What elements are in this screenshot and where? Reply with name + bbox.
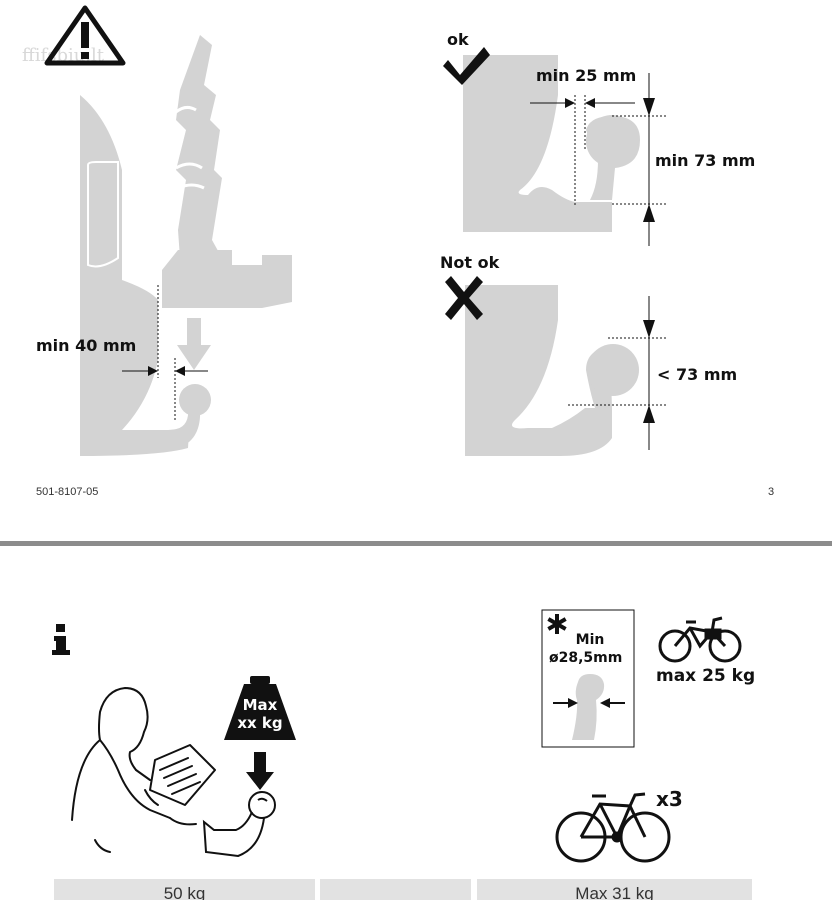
too-low-height-label: < 73 mm (657, 365, 738, 384)
warning-triangle-icon (44, 5, 126, 66)
min-gap-label: min 25 mm (536, 66, 637, 85)
ball-diameter-box (541, 609, 635, 748)
bike-icon (555, 792, 671, 863)
person-reading-drawing (71, 687, 216, 853)
not-ok-drawing (445, 276, 668, 456)
info-icon (52, 624, 70, 655)
weight-label: Max xx kg (237, 696, 283, 732)
table-cell-max: Max 31 kg (477, 879, 752, 900)
asterisk-icon (547, 614, 567, 634)
page-number: 3 (768, 486, 775, 498)
tow-ball-drawing (202, 791, 276, 858)
ebike-max-weight: max 25 kg (656, 666, 756, 686)
document-code: 501-8107-05 (36, 486, 99, 498)
bike-count: x3 (656, 787, 683, 811)
weight-icon (224, 676, 296, 790)
min-ball-title: Min (575, 632, 605, 648)
table-cell-empty (320, 879, 471, 900)
min-ball-diameter: ø28,5mm (549, 650, 623, 666)
ebike-icon (658, 616, 742, 663)
checkmark-icon (443, 47, 490, 85)
ok-drawing (443, 47, 668, 246)
car-rear-with-carrier-drawing (80, 35, 292, 456)
ok-label: ok (447, 30, 469, 49)
table-cell-load: 50 kg (54, 879, 315, 900)
min-height-label: min 73 mm (655, 151, 756, 170)
min-clearance-label: min 40 mm (36, 336, 137, 355)
not-ok-label: Not ok (440, 253, 500, 272)
page-divider (0, 541, 832, 546)
cross-icon (445, 276, 483, 320)
